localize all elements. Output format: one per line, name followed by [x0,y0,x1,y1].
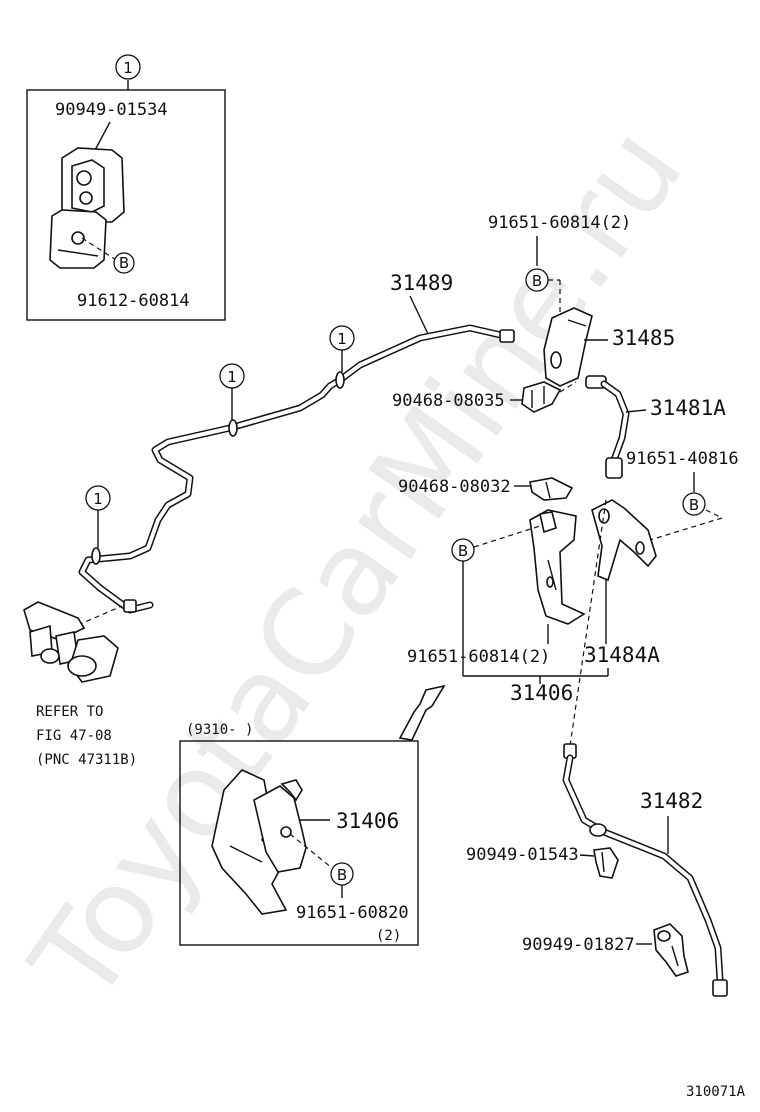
svg-text:1: 1 [227,368,237,386]
brake-pipe-31489 [78,324,515,614]
clip-90468-08032-drawing [529,477,574,501]
inset-range-label: (9310- ) [186,722,253,738]
clamp-90949-01543-drawing [593,847,619,879]
part-label-91651-40816: 91651-40816 [626,449,739,469]
part-label-31481A: 31481A [650,396,726,420]
figure-id: 310071A [686,1084,746,1100]
refer-line-2: FIG 47-08 [36,728,112,744]
inset-qty-label: (2) [376,928,401,944]
part-label-91651-60814-top: 91651-60814(2) [488,213,631,233]
master-cylinder-reference [23,601,123,683]
bracket-31485-drawing [543,307,593,387]
inset-part-label-31406: 31406 [336,809,399,833]
svg-text:B: B [689,496,699,514]
callout-1-label: 1 [123,59,133,77]
part-label-31489: 31489 [390,271,453,295]
part-label-90949-01827: 90949-01827 [522,935,635,955]
callout-b-label: B [119,254,129,272]
svg-text:1: 1 [337,330,347,348]
refer-line-1: REFER TO [36,704,103,720]
part-label-91651-60814-mid: 91651-60814(2) [407,647,550,667]
refer-line-3: (PNC 47311B) [36,752,137,768]
part-label-31482: 31482 [640,789,703,813]
clamp-drawing [49,147,125,269]
clip-90468-08035-drawing [521,381,562,413]
clamp-detail-box: 1 90949-01534 B 91612-60814 [26,54,226,321]
bracket-31484A-drawing [591,499,657,582]
inset-bolt-label: 91651-60820 [296,903,409,923]
brake-pipe-31482 [562,743,728,997]
part-label-91612-60814: 91612-60814 [77,291,190,311]
svg-text:B: B [458,542,468,560]
part-label-90949-01534: 90949-01534 [55,100,168,120]
svg-text:B: B [532,272,542,290]
part-label-90468-08032: 90468-08032 [398,477,511,497]
callout-b-circle [113,252,135,274]
inset-box: (9310- ) 31406 B 91651-60820 (2) [179,684,446,946]
svg-text:B: B [337,866,347,884]
inset-bracket-drawing [211,769,307,915]
part-label-90468-08035: 90468-08035 [392,391,505,411]
part-label-31406: 31406 [510,681,573,705]
callout-1-circle [115,54,141,80]
bracket-31406-drawing [529,509,586,625]
part-label-90949-01543: 90949-01543 [466,845,579,865]
pipe-clip-callouts: 1 1 1 [85,325,355,548]
brake-hose-31481A [585,375,630,479]
svg-text:1: 1 [93,490,103,508]
part-label-31485: 31485 [612,326,675,350]
clamp-90949-01827-drawing [653,923,689,977]
part-label-31484A: 31484A [584,643,660,667]
